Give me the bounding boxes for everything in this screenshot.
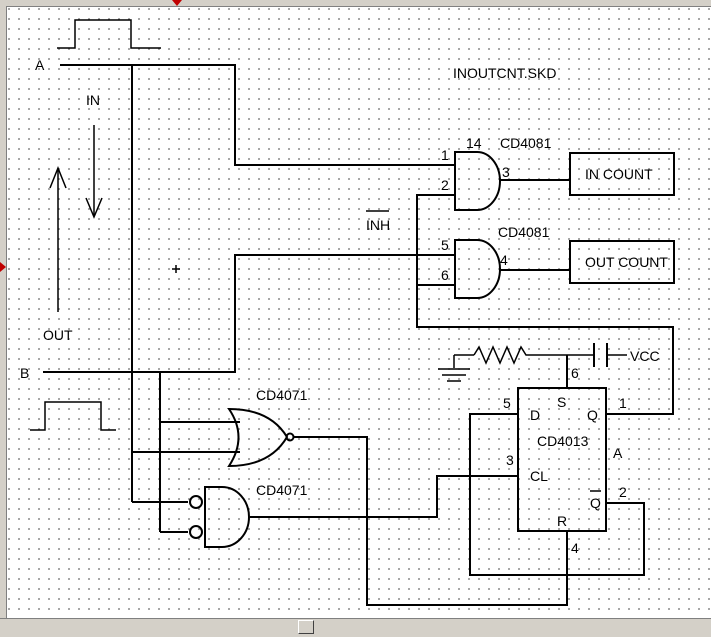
ff-pin-cl: CL — [530, 468, 548, 484]
scrollbar-thumb[interactable] — [298, 620, 314, 634]
wire-nor-out — [294, 436, 568, 606]
ff-pin-d: D — [530, 407, 540, 423]
or-input-bubble-1 — [189, 495, 203, 509]
pulse-waveform-b — [30, 401, 116, 431]
nor-output-bubble — [285, 432, 295, 442]
file-title: INOUTCNT.SKD — [453, 65, 556, 81]
ff-pin-q: Q — [587, 407, 598, 423]
part-flipflop: CD4013 — [537, 433, 589, 449]
pin-ff-r: 4 — [571, 540, 579, 556]
wire-d-loop — [469, 413, 645, 576]
pin-and2-in1: 5 — [441, 237, 449, 253]
label-vcc: VCC — [630, 348, 660, 364]
pin-and1-in1: 1 — [441, 147, 449, 163]
top-ruler-marker[interactable] — [172, 0, 182, 6]
in-count-box[interactable] — [569, 152, 675, 196]
label-in: IN — [86, 92, 100, 108]
pulse-waveform-a — [57, 19, 161, 49]
pin-and1-out: 3 — [502, 164, 510, 180]
in-arrow-head — [85, 197, 103, 219]
cd4013-flipflop[interactable] — [517, 387, 607, 532]
schematic-canvas[interactable] — [7, 7, 711, 618]
and-gate-lower[interactable] — [454, 239, 501, 299]
part-and-upper: CD4081 — [500, 135, 552, 151]
pin-ff-d: 5 — [503, 395, 511, 411]
ff-pin-r: R — [557, 513, 567, 529]
ff-pin-s: S — [557, 394, 566, 410]
pin-ff-q: 1 — [619, 395, 627, 411]
label-input-b: B — [20, 365, 29, 381]
label-inhibit: INH — [366, 217, 390, 233]
pin-ff-qbar: 2 — [619, 484, 627, 500]
top-ruler[interactable] — [0, 0, 711, 7]
label-ff-side: A — [613, 445, 623, 461]
part-nor-gate: CD4071 — [256, 387, 308, 403]
horizontal-scrollbar[interactable] — [0, 618, 711, 637]
resistor[interactable] — [473, 345, 529, 365]
or-gate-lower[interactable] — [204, 486, 250, 548]
part-and-lower: CD4081 — [498, 224, 550, 240]
wire-or-out-to-clk — [250, 475, 518, 518]
wire-b-to-and2 — [43, 254, 455, 373]
pin-and1-vdd: 14 — [466, 135, 482, 151]
in-count-label: IN COUNT — [585, 166, 653, 182]
and-gate-upper[interactable] — [454, 151, 501, 211]
pin-ff-clk: 3 — [506, 452, 514, 468]
part-or-lower: CD4071 — [256, 482, 308, 498]
out-count-label: OUT COUNT — [585, 254, 668, 270]
or-input-bubble-2 — [189, 525, 203, 539]
wire-a-to-and1 — [60, 64, 455, 166]
left-ruler[interactable] — [0, 6, 7, 618]
ff-pin-qbar: Q — [590, 495, 601, 511]
label-input-a: A — [35, 57, 45, 73]
label-out: OUT — [43, 327, 73, 343]
pin-and1-in2: 2 — [441, 177, 449, 193]
out-arrow-head — [49, 165, 67, 189]
nor-gate[interactable] — [227, 407, 289, 468]
wire-and1-in2-bus — [416, 194, 674, 415]
left-ruler-marker[interactable] — [0, 262, 6, 272]
pin-and2-in2: 6 — [441, 267, 449, 283]
out-count-box[interactable] — [569, 240, 675, 284]
pin-and2-out: 4 — [500, 252, 508, 268]
pin-ff-s: 6 — [571, 365, 579, 381]
